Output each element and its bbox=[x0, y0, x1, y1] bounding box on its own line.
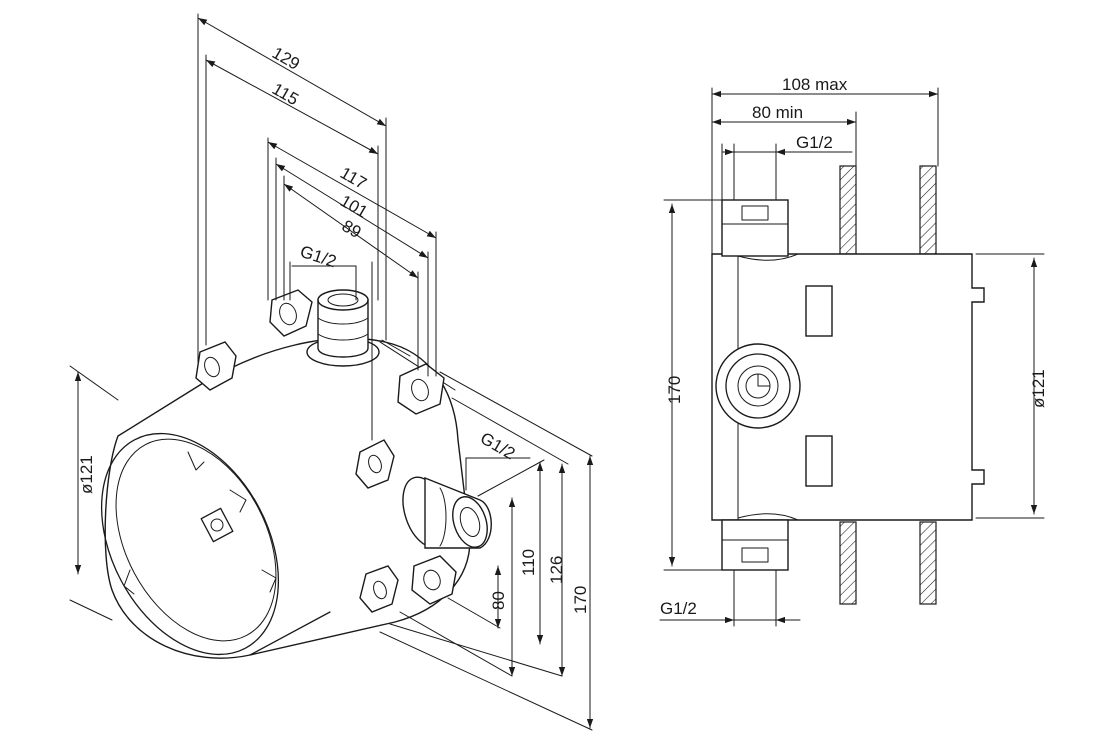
iso-dim-115: 115 bbox=[269, 79, 302, 109]
side-body bbox=[711, 199, 985, 571]
mounting-lug-bottom-right bbox=[411, 555, 457, 605]
front-threaded-port bbox=[402, 476, 492, 549]
side-dim-thread-bottom: G1/2 bbox=[660, 599, 697, 618]
iso-dim-80: 80 bbox=[489, 591, 508, 610]
iso-dim-117: 117 bbox=[337, 163, 370, 193]
side-dim-108-max: 108 max bbox=[782, 75, 848, 94]
mounting-lug-top-left bbox=[195, 341, 237, 391]
mounting-lug-middle bbox=[355, 439, 395, 489]
side-dim-diameter: ø121 bbox=[1029, 369, 1048, 408]
top-threaded-port bbox=[306, 289, 380, 367]
side-dimension-lines bbox=[659, 87, 1045, 627]
iso-dim-126: 126 bbox=[547, 556, 566, 584]
mounting-lug-top bbox=[269, 289, 313, 337]
side-dim-80-min: 80 min bbox=[752, 103, 803, 122]
iso-dim-101: 101 bbox=[337, 191, 371, 222]
inner-port bbox=[200, 507, 234, 543]
iso-dim-thread-top: G1/2 bbox=[298, 242, 339, 271]
iso-dim-diameter: ø121 bbox=[77, 455, 96, 494]
wall-hatching bbox=[839, 165, 937, 605]
side-dim-170: 170 bbox=[665, 376, 684, 404]
mounting-lug-right bbox=[397, 363, 445, 415]
iso-dim-170: 170 bbox=[571, 586, 590, 614]
isometric-view: 129 115 117 101 89 G1/2 ø121 G1/2 110 12… bbox=[69, 13, 594, 731]
iso-dimension-lines bbox=[69, 13, 594, 731]
side-dim-thread-top: G1/2 bbox=[796, 133, 833, 152]
side-view: 108 max 80 min G1/2 170 ø121 G1/2 bbox=[659, 75, 1048, 627]
mounting-lug-bottom bbox=[359, 565, 399, 613]
iso-dim-129: 129 bbox=[269, 43, 303, 74]
iso-dim-110: 110 bbox=[519, 549, 538, 576]
